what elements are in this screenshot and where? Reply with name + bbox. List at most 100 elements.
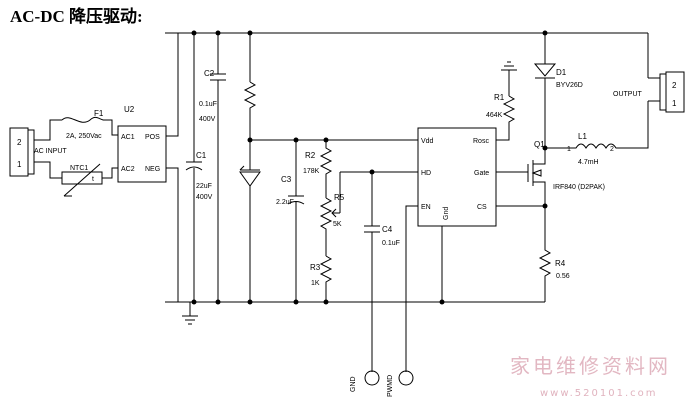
watermark-text: 家电维修资料网 <box>510 354 671 378</box>
label-c2-value1: 0.1uF <box>199 101 217 108</box>
junction-5 <box>247 137 253 143</box>
label-r4-value: 0.56 <box>556 273 570 280</box>
capacitor-c2 <box>210 33 226 302</box>
label-f1-value: 2A, 250Vac <box>66 133 102 140</box>
junction-1 <box>191 30 197 36</box>
junction-6 <box>293 137 299 143</box>
label-f1-name: F1 <box>94 109 104 118</box>
ground-r1 <box>501 61 517 71</box>
wire-en <box>405 205 418 372</box>
label-u2-neg: NEG <box>145 166 160 173</box>
pwmd-terminal <box>398 370 414 386</box>
watermark-url: www.520101.com <box>540 388 658 399</box>
label-c3-value: 2.2uF <box>276 199 294 206</box>
label-out-pin2: 2 <box>672 81 677 90</box>
junction-4 <box>542 30 548 36</box>
junction-8 <box>369 169 375 175</box>
label-u2-ac1: AC1 <box>121 134 135 141</box>
junction-2 <box>215 30 221 36</box>
gnd-terminal <box>364 370 380 386</box>
wire-u2-neg <box>166 167 179 302</box>
resistor-r1 <box>496 95 516 141</box>
junction-9 <box>542 145 548 151</box>
label-pwmd: PWMD <box>387 375 394 397</box>
potentiometer-r5 <box>319 197 333 256</box>
junction-3 <box>247 30 253 36</box>
label-c1-value2: 400V <box>196 194 213 201</box>
output-terminal <box>659 73 667 111</box>
label-u2-pos: POS <box>145 134 160 141</box>
diode-d1 <box>533 33 557 148</box>
label-q1-name: Q1 <box>534 140 545 149</box>
ac-input-terminal <box>27 129 35 175</box>
capacitor-c4 <box>364 172 380 372</box>
controller-ic <box>417 127 497 227</box>
label-r5-value: 5K <box>333 221 342 228</box>
junction-7 <box>323 137 329 143</box>
wire-out-pins <box>648 77 660 102</box>
r5-wiper <box>331 172 341 218</box>
resistor-r2 <box>319 140 333 198</box>
capacitor-c1 <box>185 33 203 302</box>
diagram-title: AC-DC 降压驱动: <box>10 7 143 26</box>
wire-ac-in-bottom <box>34 161 62 179</box>
label-c4-value: 0.1uF <box>382 240 400 247</box>
capacitor-c3 <box>287 140 305 302</box>
ntc1-slash <box>63 163 101 197</box>
junction-13 <box>247 299 253 305</box>
wire-ac-in-top <box>34 119 62 141</box>
label-r1-value: 464K <box>486 112 503 119</box>
label-d1-value: BYV26D <box>556 82 583 89</box>
label-ic-vdd: Vdd <box>421 138 434 145</box>
inductor-l1 <box>545 101 649 149</box>
junction-12 <box>215 299 221 305</box>
wire-u2-pos <box>166 33 179 137</box>
mosfet-q1 <box>527 148 546 206</box>
label-j-in-pin1: 1 <box>17 160 22 169</box>
label-ic-rosc: Rosc <box>473 138 489 145</box>
label-c1-value1: 22uF <box>196 183 212 190</box>
label-r2-name: R2 <box>305 151 316 160</box>
label-q1-value: IRF840 (D2PAK) <box>553 184 605 191</box>
label-r1-name: R1 <box>494 93 505 102</box>
zener-diode <box>239 140 261 302</box>
junction-16 <box>439 299 445 305</box>
junction-11 <box>191 299 197 305</box>
label-ic-gnd: Gnd <box>443 207 450 220</box>
label-gnd: GND <box>350 376 357 392</box>
ground-main <box>182 302 198 325</box>
label-d1-name: D1 <box>556 68 567 77</box>
wire-ntc-to-u2 <box>102 167 118 179</box>
label-l1-pin2: 2 <box>610 146 614 153</box>
label-ic-hd: HD <box>421 170 431 177</box>
junction-14 <box>293 299 299 305</box>
fuse-f1 <box>61 116 118 136</box>
label-c1-name: C1 <box>196 151 207 160</box>
label-ic-en: EN <box>421 204 431 211</box>
label-u2-ac2: AC2 <box>121 166 135 173</box>
resistor-r3 <box>319 255 333 302</box>
label-c4-name: C4 <box>382 225 393 234</box>
label-c3-name: C3 <box>281 175 292 184</box>
label-c2-name: C2 <box>204 69 215 78</box>
label-ac-input: AC INPUT <box>34 148 67 155</box>
label-u2-name: U2 <box>124 105 135 114</box>
label-ic-gate: Gate <box>474 170 489 177</box>
label-r5-name: R5 <box>334 193 345 202</box>
label-ic-cs: CS <box>477 204 487 211</box>
label-r3-value: 1K <box>311 280 320 287</box>
resistor-r4 <box>538 206 552 302</box>
resistor-top <box>243 81 257 140</box>
label-r4-name: R4 <box>555 259 566 268</box>
junction-15 <box>323 299 329 305</box>
junction-10 <box>542 203 548 209</box>
label-l1-value: 4.7mH <box>578 159 599 166</box>
ntc1 <box>61 171 103 185</box>
u2-bridge <box>117 125 167 183</box>
label-out-pin1: 1 <box>672 99 677 108</box>
label-r3-name: R3 <box>310 263 321 272</box>
label-r2-value: 178K <box>303 168 320 175</box>
label-ntc-t: t <box>92 176 94 183</box>
label-j-in-pin2: 2 <box>17 138 22 147</box>
